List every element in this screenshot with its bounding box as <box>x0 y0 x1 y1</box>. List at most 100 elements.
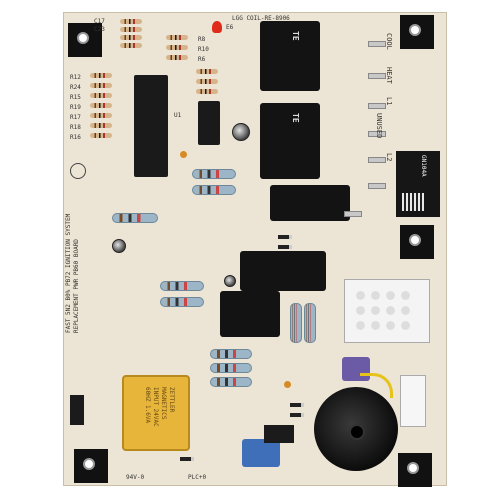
spade-terminal[interactable] <box>368 131 386 137</box>
power-resistor <box>192 169 236 179</box>
ic-u1 <box>134 75 168 177</box>
spade-terminal[interactable] <box>368 73 386 79</box>
transformer: ZETTLER MAGNETICS INPUT 24VAC 60HZ 1.6VA <box>122 375 190 451</box>
label-r10: R10 <box>198 46 209 53</box>
power-resistor <box>112 213 158 223</box>
label-unused: UNUSED <box>375 113 383 139</box>
mount-pad-mid-right <box>400 225 434 259</box>
diode <box>180 457 194 461</box>
spade-terminal[interactable] <box>344 211 362 217</box>
label-94v0: 94V-0 <box>126 474 145 481</box>
ul-logo <box>70 163 86 179</box>
resistor <box>90 83 112 88</box>
label-r24: R24 <box>70 84 81 91</box>
power-resistor <box>290 303 302 343</box>
resistor <box>196 69 218 74</box>
diode <box>290 403 304 407</box>
resistor <box>166 45 188 50</box>
label-r19: R19 <box>70 104 81 111</box>
resistor <box>90 73 112 78</box>
label-c23: C23 <box>94 26 105 33</box>
spade-terminal[interactable] <box>368 41 386 47</box>
spade-terminal[interactable] <box>368 103 386 109</box>
transformer-line-1: ZETTLER <box>168 387 175 413</box>
qr-code <box>402 193 424 211</box>
transformer-line-4: 60HZ 1.6VA <box>144 387 151 424</box>
label-u1: U1 <box>174 112 182 119</box>
film-capacitor <box>242 439 280 467</box>
label-mfg: GN104A <box>420 155 427 177</box>
power-resistor <box>160 297 204 307</box>
mount-hole <box>409 234 421 246</box>
side-text: FAST 5N2 B0% PB72 IGNITION SYSTEM <box>65 213 72 333</box>
label-relay-k1: LGG COIL-RE-8906 <box>232 15 290 22</box>
label-plc: PLC+0 <box>188 474 207 481</box>
resistor <box>196 79 218 84</box>
mount-pad-bottom-right <box>398 453 432 487</box>
relay-k5 <box>220 291 280 337</box>
relay-k3 <box>270 185 350 221</box>
electrolytic-capacitor <box>112 239 126 253</box>
power-resistor <box>160 281 204 291</box>
label-r17: R17 <box>70 114 81 121</box>
diode <box>278 235 292 239</box>
label-heat: HEAT <box>385 67 393 84</box>
mount-hole <box>409 24 421 36</box>
yellow-wire <box>360 373 393 398</box>
label-cool: COOL <box>385 33 393 50</box>
relay-k1: TE <box>260 21 320 91</box>
mount-hole <box>407 462 419 474</box>
mount-pad-top-left <box>68 23 102 57</box>
resistor <box>120 27 142 32</box>
power-resistor <box>304 303 316 343</box>
diode <box>278 245 292 249</box>
resistor <box>120 19 142 24</box>
electrolytic-capacitor <box>224 275 236 287</box>
resistor <box>90 123 112 128</box>
label-r18: R18 <box>70 124 81 131</box>
resistor <box>166 35 188 40</box>
mount-hole <box>77 32 89 44</box>
relay-k1-text: TE <box>291 31 300 41</box>
power-resistor <box>210 363 252 373</box>
side-connector <box>400 375 426 427</box>
diode <box>290 413 304 417</box>
ceramic-capacitor <box>180 151 187 158</box>
transformer-line-2: MAGNETICS <box>160 387 167 420</box>
jumper-block <box>264 425 294 443</box>
buzzer <box>314 387 398 471</box>
circuit-board: C17 C23 R12 R24 R15 R19 R17 R18 R16 R8 R… <box>63 12 447 487</box>
resistor <box>90 103 112 108</box>
spade-terminal[interactable] <box>368 157 386 163</box>
label-r15: R15 <box>70 94 81 101</box>
label-r16: R16 <box>70 134 81 141</box>
side-bracket <box>70 395 84 425</box>
label-r6: R6 <box>198 56 206 63</box>
label-l2: L2 <box>385 153 393 162</box>
resistor <box>90 93 112 98</box>
connector-pins <box>353 288 413 334</box>
ceramic-capacitor <box>284 381 291 388</box>
label-l1: L1 <box>385 97 393 106</box>
resistor <box>120 43 142 48</box>
relay-k4 <box>240 251 326 291</box>
transformer-line-3: INPUT 24VAC <box>152 387 159 427</box>
mount-pad-top-right <box>400 15 434 49</box>
mount-pad-bottom-left <box>74 449 108 483</box>
side-text-2: REPLACEMENT PWR PB60 BOARD <box>73 239 80 333</box>
resistor <box>90 113 112 118</box>
led-red <box>212 21 222 33</box>
spade-terminal[interactable] <box>368 183 386 189</box>
resistor <box>120 35 142 40</box>
relay-k2-text: TE <box>291 113 300 123</box>
buzzer-hole <box>349 424 365 440</box>
resistor <box>90 133 112 138</box>
molex-connector[interactable] <box>344 279 430 343</box>
label-c17: C17 <box>94 18 105 25</box>
label-e6: E6 <box>226 24 234 31</box>
ic-u2 <box>198 101 220 145</box>
relay-k2: TE <box>260 103 320 179</box>
mount-hole <box>83 458 95 470</box>
resistor <box>166 55 188 60</box>
resistor <box>196 89 218 94</box>
